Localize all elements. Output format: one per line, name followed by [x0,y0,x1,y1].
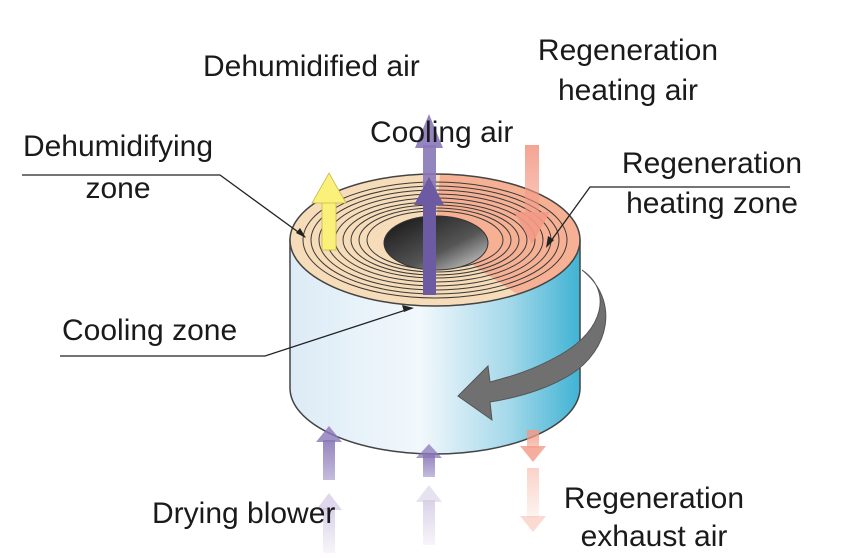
regeneration-exhaust-air-label: Regeneration exhaust air [548,484,760,552]
regeneration-heating-zone-leader [547,186,790,246]
regeneration-heating-air-label: Regeneration heating air [520,36,736,106]
cooling-zone-label: Cooling zone [62,314,238,347]
drying-blower-arrow [316,426,342,553]
regeneration-exhaust-air-line-2: exhaust air [580,520,728,553]
cooling-air-arrow [414,114,444,295]
dehumidifying-zone-leader-head [296,228,306,238]
regeneration-heating-air-arrow [514,145,550,244]
leader-lines [22,174,790,357]
dehumidifying-zone-line-1: Dehumidifying [22,130,214,163]
regeneration-heating-zone-line-2: heating zone [626,187,798,220]
dehumidifying-zone-leader [22,174,306,238]
regeneration-heating-air-line-2: heating air [557,74,699,107]
regeneration-exhaust-arrow [520,430,546,532]
regeneration-exhaust-air-line-1: Regeneration [563,482,745,515]
rotation-arrow [457,269,607,422]
drying-blower-label: Drying blower [152,497,336,530]
regeneration-heating-zone-line-1: Regeneration [621,147,803,180]
dehumidifying-zone-line-2: zone [85,172,151,205]
regeneration-heating-zone-label: Regeneration heating zone [605,149,819,219]
cooling-air-label: Cooling air [370,116,514,149]
cooling-zone-leader-head [402,305,414,312]
dehumidified-air-arrow [311,172,347,251]
cooling-inflow-arrow [416,444,442,545]
regeneration-heating-zone-leader-head [546,236,554,248]
cooling-zone-leader [60,307,413,357]
regeneration-heating-air-line-1: Regeneration [537,34,719,67]
dehumidified-air-label: Dehumidified air [203,50,420,83]
dehumidifying-zone-label: Dehumidifying zone [20,132,216,204]
